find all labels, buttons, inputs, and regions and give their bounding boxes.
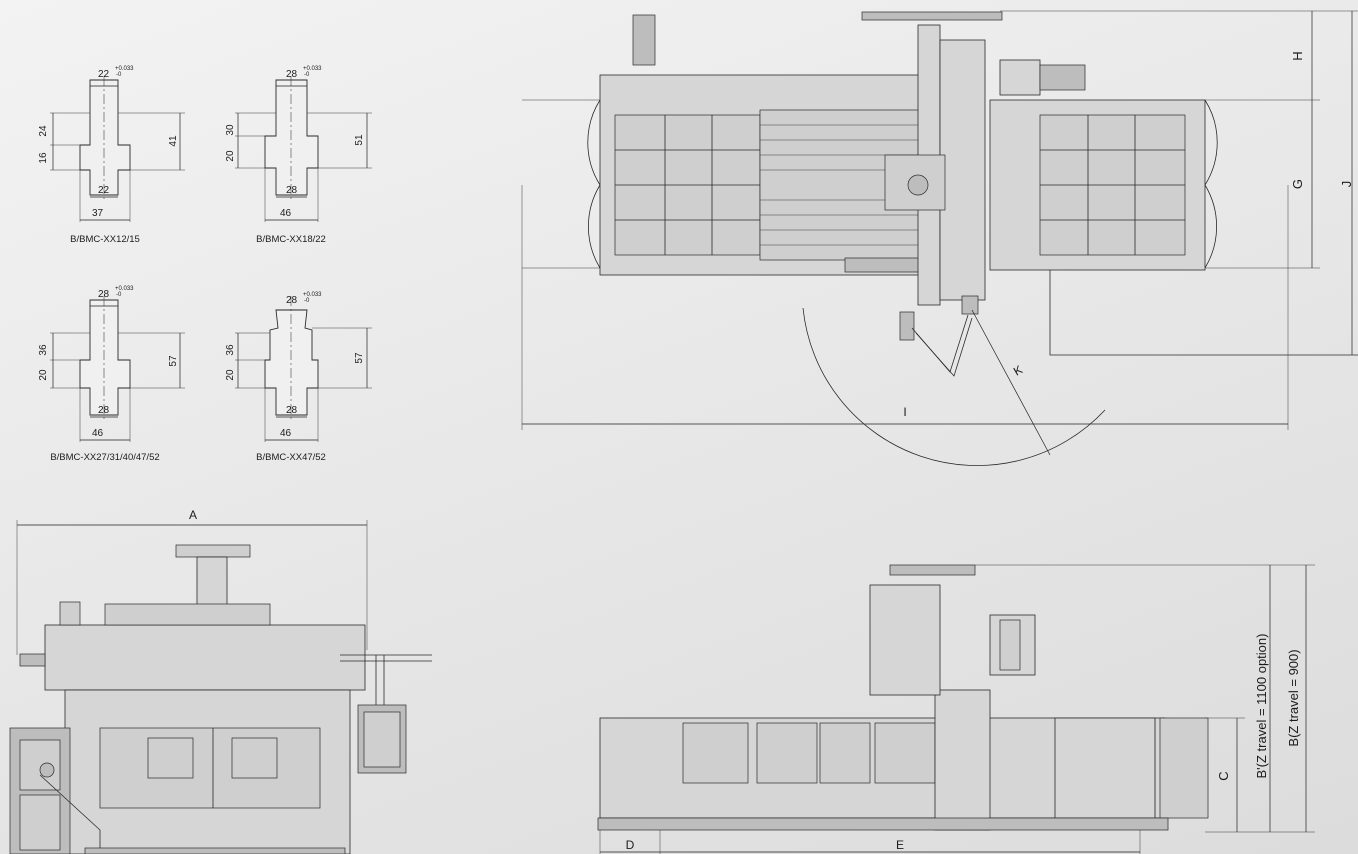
svg-text:16: 16	[38, 152, 49, 164]
svg-text:20: 20	[38, 369, 49, 381]
svg-text:28: 28	[286, 185, 298, 196]
tslot-caption-3: B/BMC-XX27/31/40/47/52	[50, 452, 159, 463]
front-view: A	[9, 508, 432, 854]
svg-text:46: 46	[280, 428, 292, 439]
svg-text:24: 24	[38, 125, 49, 137]
tslot-detail-4: 28 +0.033-0 36 20 57 28 46 B/BMC-XX47/52	[225, 292, 372, 463]
svg-text:28: 28	[98, 405, 110, 416]
svg-text:57: 57	[168, 355, 179, 367]
svg-text:30: 30	[225, 124, 236, 136]
svg-text:28: 28	[98, 289, 110, 300]
svg-text:+0.033: +0.033	[303, 66, 322, 72]
svg-text:-0: -0	[116, 72, 122, 78]
svg-text:22: 22	[98, 185, 110, 196]
svg-text:-0: -0	[116, 292, 122, 298]
side-view: D E C B'(Z travel = 1100 option) B(Z tra…	[597, 564, 1315, 854]
svg-text:36: 36	[38, 344, 49, 356]
svg-text:22: 22	[98, 69, 110, 80]
dim-a-label: A	[189, 508, 197, 522]
dim-b-prime-label: B'(Z travel = 1100 option)	[1254, 634, 1269, 779]
dim-k-label: K	[1011, 362, 1025, 378]
svg-text:28: 28	[286, 405, 298, 416]
svg-text:28: 28	[286, 295, 298, 306]
svg-text:57: 57	[354, 352, 365, 364]
dim-i-label: I	[903, 405, 906, 419]
dim-c-label: C	[1216, 771, 1231, 780]
svg-text:28: 28	[286, 69, 298, 80]
svg-text:37: 37	[92, 208, 104, 219]
svg-text:46: 46	[280, 208, 292, 219]
svg-text:20: 20	[225, 369, 236, 381]
dim-e-label: E	[896, 838, 904, 852]
tslot-caption-2: B/BMC-XX18/22	[256, 234, 326, 245]
svg-text:36: 36	[225, 344, 236, 356]
tslot-detail-2: 28 +0.033-0 30 20 51 28 46 B/BMC-XX18/22	[225, 66, 372, 245]
svg-text:+0.033: +0.033	[303, 292, 322, 298]
svg-text:-0: -0	[304, 298, 310, 304]
top-view: H G J I K	[521, 10, 1358, 466]
tslot-caption-1: B/BMC-XX12/15	[70, 234, 140, 245]
tslot-detail-3: 28 +0.033-0 36 20 57 28 46 B/BMC-XX27/31…	[38, 286, 185, 463]
svg-text:+0.033: +0.033	[115, 286, 134, 292]
tslot-detail-1: 22 +0.033-0 24 16 41 22 37 B/BMC-XX12/15	[38, 66, 185, 245]
svg-text:46: 46	[92, 428, 104, 439]
dim-b-label: B(Z travel = 900)	[1286, 649, 1301, 746]
svg-text:20: 20	[225, 150, 236, 162]
dim-d-label: D	[626, 838, 635, 852]
svg-text:-0: -0	[304, 72, 310, 78]
dim-g-label: G	[1290, 179, 1305, 189]
dim-h-label: H	[1290, 51, 1305, 60]
dim-j-label: J	[1339, 181, 1354, 188]
svg-text:+0.033: +0.033	[115, 66, 134, 72]
svg-text:51: 51	[354, 134, 365, 146]
tslot-caption-4: B/BMC-XX47/52	[256, 452, 326, 463]
svg-text:41: 41	[168, 135, 179, 147]
